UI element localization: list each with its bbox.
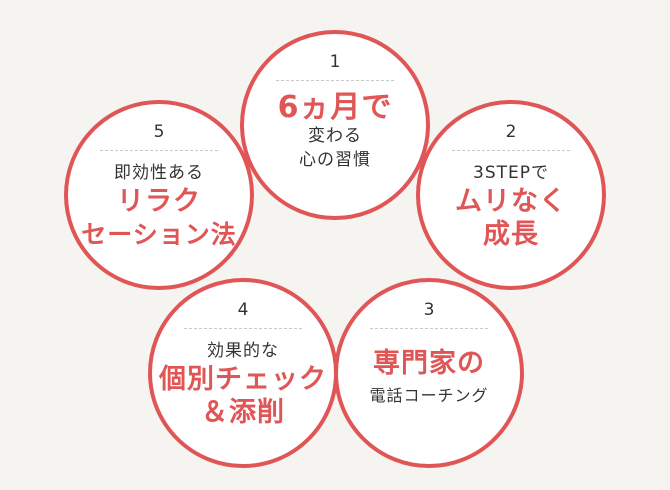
step-text: 効果的な xyxy=(207,341,279,361)
step-number: 2 xyxy=(505,122,517,142)
step-circle-4: 4 効果的な 個別チェック ＆添削 xyxy=(148,278,338,468)
step-number: 5 xyxy=(153,122,165,142)
step-highlight: 成長 xyxy=(483,219,539,250)
divider xyxy=(184,328,302,329)
divider xyxy=(276,80,394,81)
step-highlight: リラク xyxy=(117,186,201,217)
step-number: 4 xyxy=(237,300,249,320)
step-text: 心の習慣 xyxy=(299,150,371,170)
step-number: 1 xyxy=(329,52,341,72)
step-highlight: ＆添削 xyxy=(201,397,285,428)
step-text: 変わる xyxy=(308,126,362,146)
step-highlight: 個別チェック xyxy=(159,364,327,395)
divider xyxy=(452,150,570,151)
step-circle-2: 2 3STEPで ムリなく 成長 xyxy=(416,100,606,290)
step-text: 即効性ある xyxy=(114,163,204,183)
step-highlight: 6ヵ月で xyxy=(277,90,393,125)
step-text: 電話コーチング xyxy=(369,386,489,405)
step-number: 3 xyxy=(423,300,435,320)
divider xyxy=(370,328,488,329)
step-highlight: ムリなく xyxy=(455,186,567,217)
step-highlight: セーション法 xyxy=(81,220,237,249)
step-circle-5: 5 即効性ある リラク セーション法 xyxy=(64,100,254,290)
step-highlight: 専門家の xyxy=(373,348,485,379)
step-circle-3: 3 専門家の 電話コーチング xyxy=(334,278,524,468)
step-text: 3STEPで xyxy=(473,163,549,183)
divider xyxy=(100,150,218,151)
step-circle-1: 1 6ヵ月で 変わる 心の習慣 xyxy=(240,30,430,220)
